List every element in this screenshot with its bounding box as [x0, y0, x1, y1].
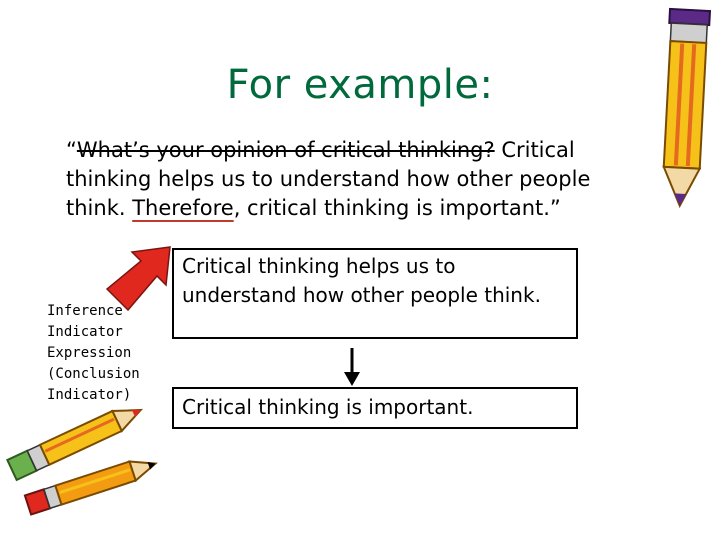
indicator-label: Inference Indicator Expression (Conclusi… — [47, 303, 140, 403]
red-arrow-icon — [105, 246, 171, 312]
down-arrow-icon — [344, 348, 360, 386]
pencil-icon — [23, 460, 158, 516]
slide-title: For example: — [226, 62, 494, 108]
indicator-word: Therefore — [132, 196, 234, 220]
quote-line-2: thinking helps us to understand how othe… — [66, 167, 591, 191]
premise-box: Critical thinking helps us to understand… — [172, 248, 578, 339]
example-quote: “What’s your opinion of critical thinkin… — [66, 136, 626, 223]
conclusion-box: Critical thinking is important. — [172, 387, 578, 429]
pencil-icon — [6, 408, 144, 482]
pencil-icon — [662, 7, 712, 209]
quote-line-1: “What’s your opinion of critical thinkin… — [66, 138, 575, 162]
struck-question: What’s your opinion of critical thinking… — [76, 138, 495, 162]
quote-line-3: think. Therefore, critical thinking is i… — [66, 196, 561, 220]
